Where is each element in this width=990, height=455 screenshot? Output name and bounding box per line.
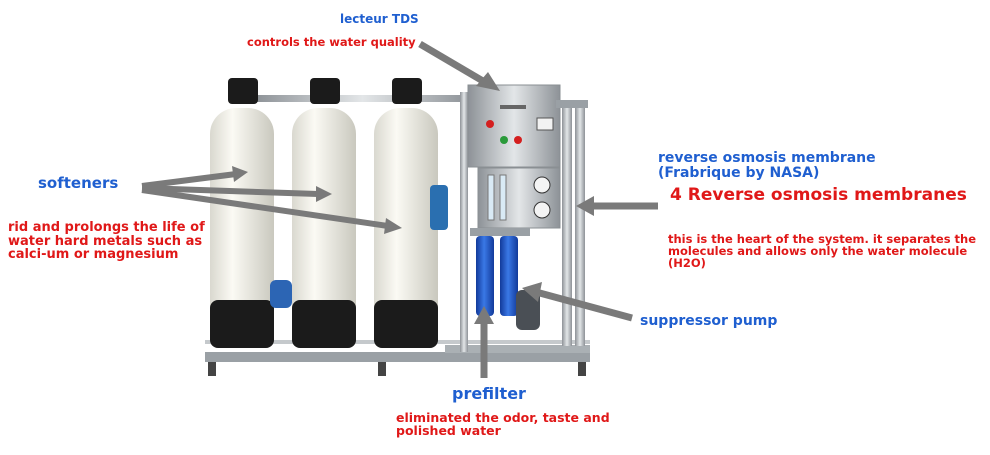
membranes-description: this is the heart of the system. it sepa… [668, 232, 977, 271]
tds-description: controls the water quality [247, 35, 416, 49]
membrane-label-line1: reverse osmosis membrane [658, 150, 876, 166]
control-panel [467, 84, 561, 168]
membranes-count-label: 4 Reverse osmosis membranes [670, 185, 967, 205]
softeners-description: rid and prolongs the life of water hard … [8, 220, 205, 263]
ro-membrane-vessels [556, 100, 588, 346]
blue-prefilters [470, 228, 540, 330]
small-blue-pump [270, 185, 448, 308]
pressure-gauges [477, 167, 561, 229]
tds-label: lecteur TDS [340, 12, 419, 26]
annotation-arrows [141, 40, 658, 378]
softeners-label: softeners [38, 174, 119, 192]
prefilter-description: eliminated the odor, taste and polished … [396, 410, 610, 439]
softener-tank-1 [210, 78, 274, 348]
membrane-label-line2: (Frabrique by NASA) [658, 165, 820, 181]
top-pipes [255, 92, 470, 352]
pump-label: suppressor pump [640, 313, 778, 329]
softener-tank-2 [292, 78, 356, 348]
softener-tank-3 [374, 78, 438, 348]
prefilter-label: prefilter [452, 384, 526, 403]
